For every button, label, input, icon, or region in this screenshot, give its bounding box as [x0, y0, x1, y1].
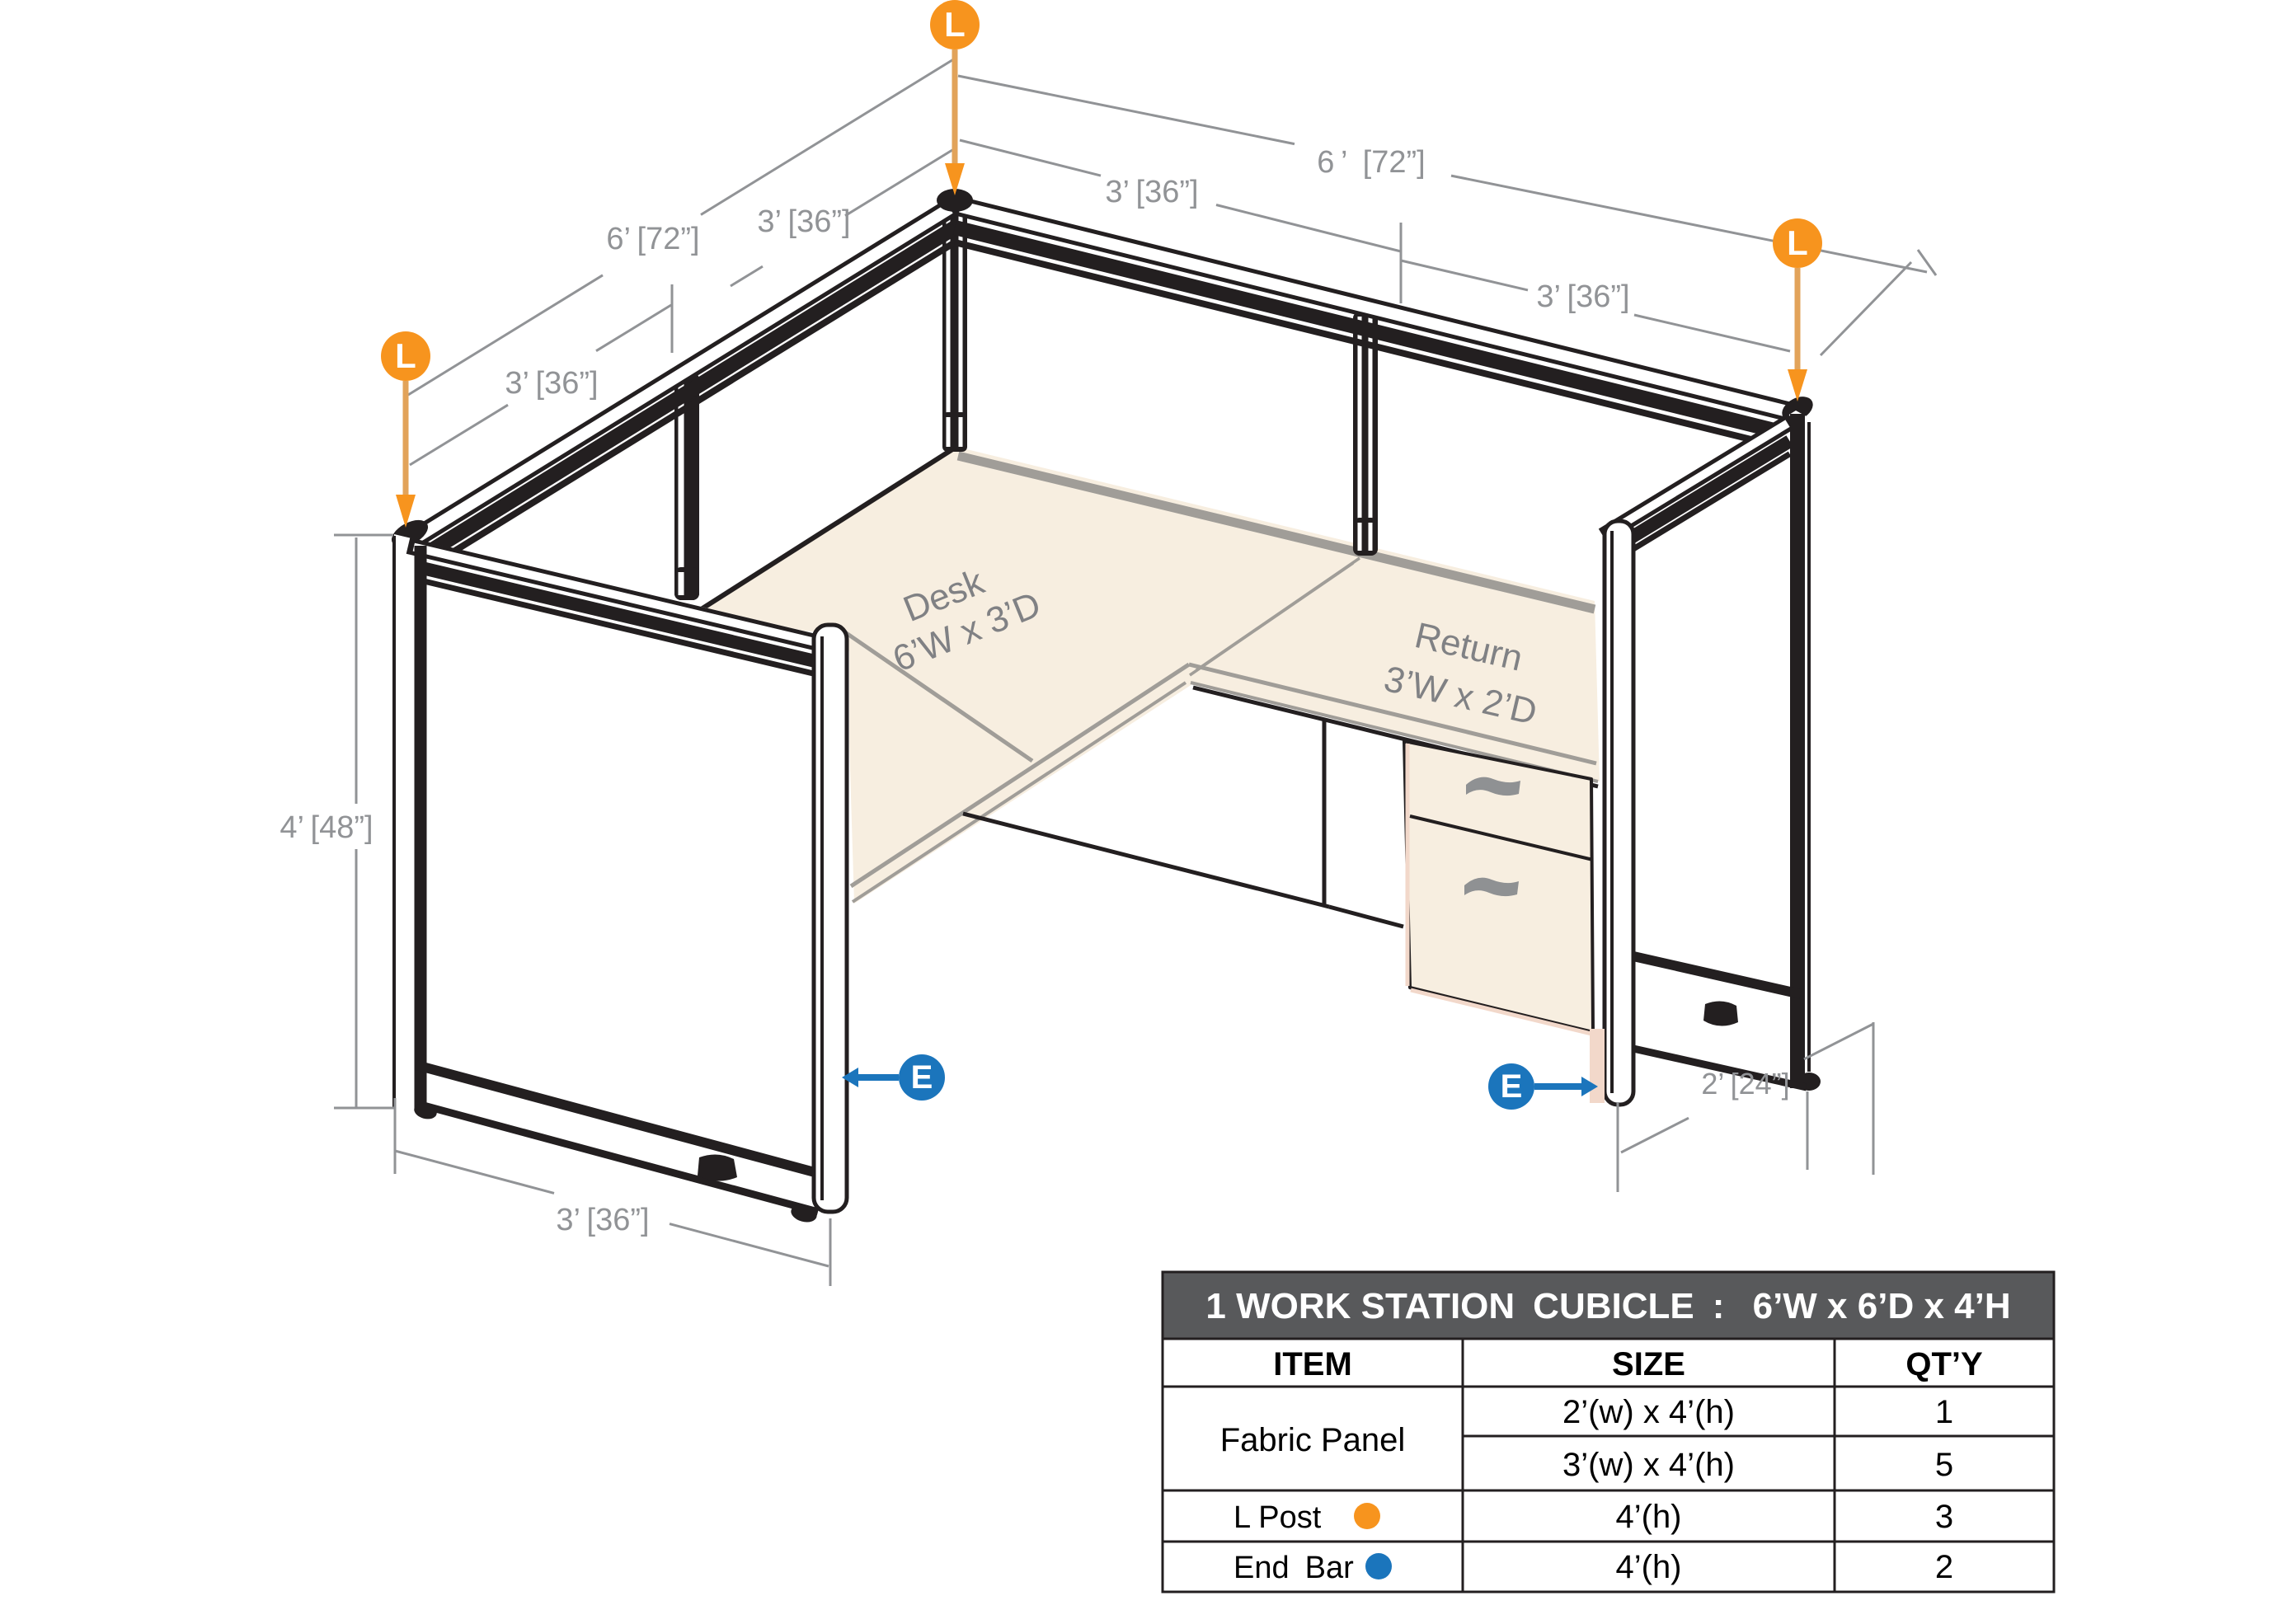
svg-text:QT’Y: QT’Y: [1905, 1346, 1983, 1382]
svg-text:2: 2: [1935, 1549, 1953, 1585]
svg-text:Fabric Panel: Fabric Panel: [1220, 1422, 1406, 1458]
svg-text:ITEM: ITEM: [1273, 1346, 1352, 1382]
svg-text:L Post: L Post: [1233, 1500, 1322, 1535]
svg-text:2’(w) x 4’(h): 2’(w) x 4’(h): [1562, 1394, 1735, 1430]
svg-text:3’ [36”]: 3’ [36”]: [757, 204, 850, 239]
svg-text:End Bar: End Bar: [1233, 1551, 1354, 1585]
svg-text:6’ [72”]: 6’ [72”]: [606, 222, 699, 256]
svg-text:4’(h): 4’(h): [1615, 1549, 1681, 1585]
svg-text:L: L: [944, 5, 966, 44]
svg-text:SIZE: SIZE: [1612, 1346, 1685, 1382]
svg-text:3: 3: [1935, 1499, 1953, 1535]
svg-text:4’ [48”]: 4’ [48”]: [280, 810, 373, 845]
svg-text:3’(w) x 4’(h): 3’(w) x 4’(h): [1562, 1447, 1735, 1483]
svg-text:E: E: [911, 1059, 933, 1096]
svg-text:6 ’ [72”]: 6 ’ [72”]: [1317, 145, 1425, 180]
svg-text:3’ [36”]: 3’ [36”]: [1105, 175, 1198, 209]
svg-text:L: L: [1787, 223, 1808, 262]
svg-text:4’(h): 4’(h): [1615, 1499, 1681, 1535]
svg-text:1: 1: [1935, 1394, 1953, 1430]
svg-text:5: 5: [1935, 1447, 1953, 1483]
svg-text:3’ [36”]: 3’ [36”]: [556, 1203, 649, 1237]
svg-text:3’ [36”]: 3’ [36”]: [1536, 279, 1629, 314]
svg-text:3’ [36”]: 3’ [36”]: [505, 366, 598, 401]
svg-text:1 WORK STATION CUBICLE : 6’W: 1 WORK STATION CUBICLE : 6’W x 6’D x 4’H: [1205, 1286, 2010, 1326]
svg-text:2’ [24”]: 2’ [24”]: [1701, 1067, 1789, 1101]
svg-text:E: E: [1501, 1068, 1523, 1105]
svg-text:L: L: [395, 336, 416, 375]
